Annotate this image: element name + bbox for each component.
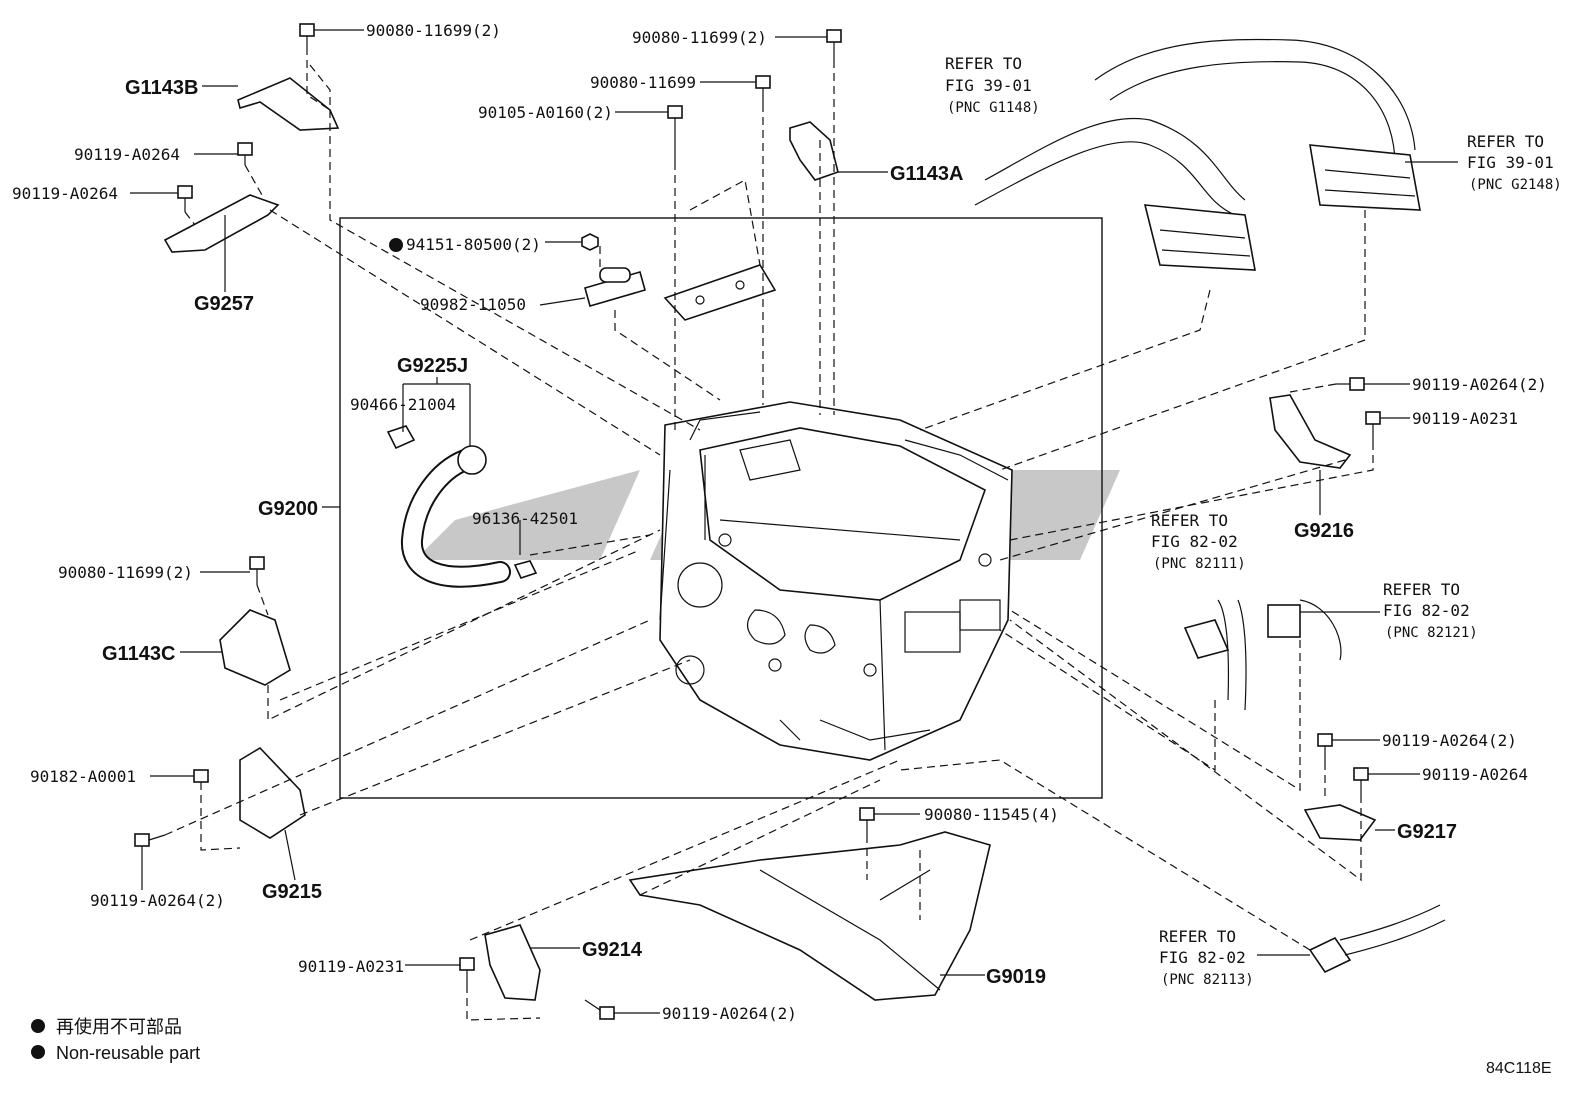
bolt-icon — [667, 105, 683, 170]
bolt-icons — [134, 23, 1381, 1020]
bracket-g9214-drawing — [484, 924, 541, 1001]
label-90080-11699-2-left: 90080-11699(2) — [58, 563, 193, 582]
svg-text:FIG 82-02: FIG 82-02 — [1151, 532, 1238, 551]
label-90119-a0264-2-left: 90119-A0264(2) — [90, 891, 225, 910]
bracket-g9257-drawing — [163, 194, 280, 253]
hose-g9225j-drawing — [386, 425, 538, 588]
legend: 再使用不可部品 Non-reusable part — [31, 1017, 200, 1063]
connector-82121-drawing — [1267, 599, 1342, 661]
label-g1143b: G1143B — [125, 77, 198, 99]
label-g9257: G9257 — [194, 293, 254, 315]
label-g9214: G9214 — [582, 939, 643, 961]
label-g9216: G9216 — [1294, 520, 1354, 542]
bolt-icon — [193, 769, 209, 783]
bolt-icon — [755, 75, 771, 104]
label-94151-80500-2: 94151-80500(2) — [406, 235, 541, 254]
legend-en: Non-reusable part — [56, 1043, 200, 1063]
refer-to-82121: REFER TO FIG 82-02 (PNC 82121) — [1383, 580, 1478, 641]
refer-to-82113: REFER TO FIG 82-02 (PNC 82113) — [1159, 927, 1254, 988]
svg-text:REFER TO: REFER TO — [1467, 132, 1544, 151]
bolt-icon — [1365, 411, 1381, 442]
bolt-icon — [249, 556, 265, 585]
label-96136-42501: 96136-42501 — [472, 509, 578, 528]
figure-id: 84C118E — [1486, 1060, 1552, 1077]
label-g9225j: G9225J — [397, 355, 468, 377]
label-90466-21004: 90466-21004 — [350, 395, 456, 414]
svg-text:FIG 82-02: FIG 82-02 — [1383, 601, 1470, 620]
connector-82111-drawing — [1183, 599, 1247, 711]
label-g1143c: G1143C — [102, 643, 175, 665]
label-90982-11050: 90982-11050 — [420, 295, 526, 314]
assembly-frame — [339, 217, 1103, 799]
bracket-g1143b-drawing — [237, 77, 340, 131]
cover-plate-drawing — [663, 264, 777, 321]
label-90080-11699-2-mid: 90080-11699(2) — [632, 28, 767, 47]
bolt-icon — [584, 999, 615, 1020]
bolt-icon — [177, 185, 193, 212]
svg-text:REFER TO: REFER TO — [1383, 580, 1460, 599]
cable-harness-g1148-drawing — [974, 118, 1256, 271]
label-90182-a0001: 90182-A0001 — [30, 767, 136, 786]
refer-to-g2148: REFER TO FIG 39-01 (PNC G2148) — [1467, 132, 1562, 193]
svg-text:FIG 39-01: FIG 39-01 — [1467, 153, 1554, 172]
svg-text:FIG 39-01: FIG 39-01 — [945, 76, 1032, 95]
bolt-icon — [1317, 733, 1333, 762]
legend-jp: 再使用不可部品 — [56, 1017, 182, 1037]
bolt-icon — [826, 29, 842, 60]
fuse-holder-drawing — [584, 267, 646, 307]
non-reusable-marker-icon — [389, 238, 403, 252]
bolt-icon — [237, 142, 253, 165]
label-90119-a0264-2: 90119-A0264 — [12, 184, 118, 203]
label-g9019: G9019 — [986, 966, 1046, 988]
connector-82113-drawing — [1308, 904, 1446, 974]
label-90119-a0264-lowright: 90119-A0264 — [1422, 765, 1528, 784]
label-90119-a0231-bottom: 90119-A0231 — [298, 957, 404, 976]
bracket-g9215-drawing — [239, 746, 306, 839]
svg-text:(PNC G2148): (PNC G2148) — [1469, 177, 1562, 193]
svg-text:REFER TO: REFER TO — [945, 54, 1022, 73]
label-90119-a0264-2-bottom: 90119-A0264(2) — [662, 1004, 797, 1023]
svg-text:REFER TO: REFER TO — [1159, 927, 1236, 946]
bolt-icon — [134, 833, 166, 847]
bolt-icon — [1336, 377, 1365, 391]
non-reusable-legend-icon — [31, 1019, 45, 1033]
label-90119-a0264-2-lowright: 90119-A0264(2) — [1382, 731, 1517, 750]
bolt-icon — [459, 957, 475, 985]
label-90119-a0264-1: 90119-A0264 — [74, 145, 180, 164]
label-g9217: G9217 — [1397, 821, 1457, 843]
bracket-g9217-drawing — [1303, 804, 1377, 841]
label-90119-a0264-2-right: 90119-A0264(2) — [1412, 375, 1547, 394]
bracket-g9216-drawing — [1269, 394, 1352, 469]
cable-harness-g2148-drawing — [1094, 38, 1421, 211]
assembly-dashed-lines — [164, 60, 1374, 1021]
bolt-icon — [1353, 767, 1369, 795]
refer-to-82111: REFER TO FIG 82-02 (PNC 82111) — [1151, 511, 1246, 572]
bracket-g9019-drawing — [628, 831, 991, 1001]
label-90080-11699-2-top: 90080-11699(2) — [366, 21, 501, 40]
label-g1143a: G1143A — [890, 163, 963, 185]
svg-text:(PNC 82113): (PNC 82113) — [1161, 972, 1254, 988]
bracket-g1143c-drawing — [219, 609, 291, 686]
inverter-assembly-drawing — [659, 401, 1013, 761]
bolt-icon — [859, 807, 875, 835]
nut-94151-drawing — [581, 233, 599, 251]
svg-text:FIG 82-02: FIG 82-02 — [1159, 948, 1246, 967]
label-g9200: G9200 — [258, 498, 318, 520]
svg-text:(PNC 82121): (PNC 82121) — [1385, 625, 1478, 641]
label-90105-a0160-2: 90105-A0160(2) — [478, 103, 613, 122]
bracket-g1143a-drawing — [789, 121, 839, 181]
bolt-icon — [299, 23, 315, 55]
label-90119-a0231-right: 90119-A0231 — [1412, 409, 1518, 428]
refer-to-g1148: REFER TO FIG 39-01 (PNC G1148) — [945, 54, 1040, 116]
leader-lines — [130, 29, 1458, 1014]
non-reusable-legend-icon — [31, 1045, 45, 1059]
label-90080-11699: 90080-11699 — [590, 73, 696, 92]
svg-text:REFER TO: REFER TO — [1151, 511, 1228, 530]
svg-text:(PNC G1148): (PNC G1148) — [947, 100, 1040, 116]
label-g9215: G9215 — [262, 881, 322, 903]
svg-text:(PNC 82111): (PNC 82111) — [1153, 556, 1246, 572]
label-90080-11545-4: 90080-11545(4) — [924, 805, 1059, 824]
